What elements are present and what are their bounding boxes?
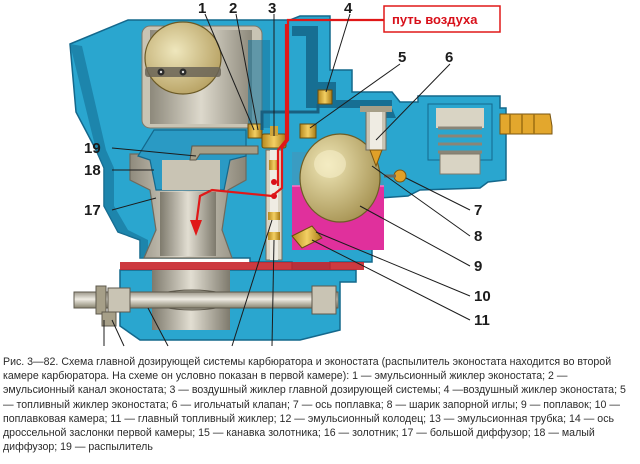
sprayer — [189, 145, 259, 161]
callout-9: 9 — [474, 258, 482, 275]
callout-16: 16 — [92, 348, 109, 350]
callout-18: 18 — [84, 162, 101, 179]
float-axis — [384, 169, 407, 183]
callout-7: 7 — [474, 202, 482, 219]
callout-12: 12 — [264, 348, 281, 350]
air-path — [194, 18, 386, 227]
carburetor-diagram: путь воздуха 1 2 3 4 5 6 7 8 9 10 11 12 — [69, 0, 553, 350]
callout-5: 5 — [398, 49, 406, 66]
econostat-air-jet — [317, 89, 333, 105]
air-path-label: путь воздуха — [392, 12, 478, 27]
callout-13: 13 — [222, 348, 239, 350]
econostat-emulsion-jet — [247, 123, 263, 139]
econostat-fuel-jet — [299, 123, 317, 139]
leader-lines — [103, 13, 471, 347]
callout-8: 8 — [474, 228, 482, 245]
figure-caption: Рис. 3—82. Схема главной дозирующей сист… — [3, 356, 626, 454]
air-path-label-box — [383, 5, 501, 33]
callout-2: 2 — [229, 0, 237, 17]
air-flow-arrow — [190, 220, 202, 236]
callout-17: 17 — [84, 202, 101, 219]
air-intake — [141, 21, 270, 129]
callout-14: 14 — [158, 348, 175, 350]
callout-15: 15 — [118, 348, 135, 350]
callout-11: 11 — [474, 312, 490, 329]
fuel-inlet — [427, 103, 553, 175]
callout-4: 4 — [344, 0, 353, 17]
main-fuel-jet — [291, 225, 323, 249]
callout-6: 6 — [445, 49, 453, 66]
callout-19: 19 — [84, 140, 101, 157]
callout-1: 1 — [198, 0, 206, 17]
float — [299, 133, 381, 223]
throttle-shaft — [73, 285, 339, 327]
callout-10: 10 — [474, 288, 491, 305]
callout-3: 3 — [268, 0, 276, 17]
needle-valve — [360, 106, 392, 168]
callout-numbers: 1 2 3 4 5 6 7 8 9 10 11 12 13 14 15 16 1… — [84, 0, 491, 350]
